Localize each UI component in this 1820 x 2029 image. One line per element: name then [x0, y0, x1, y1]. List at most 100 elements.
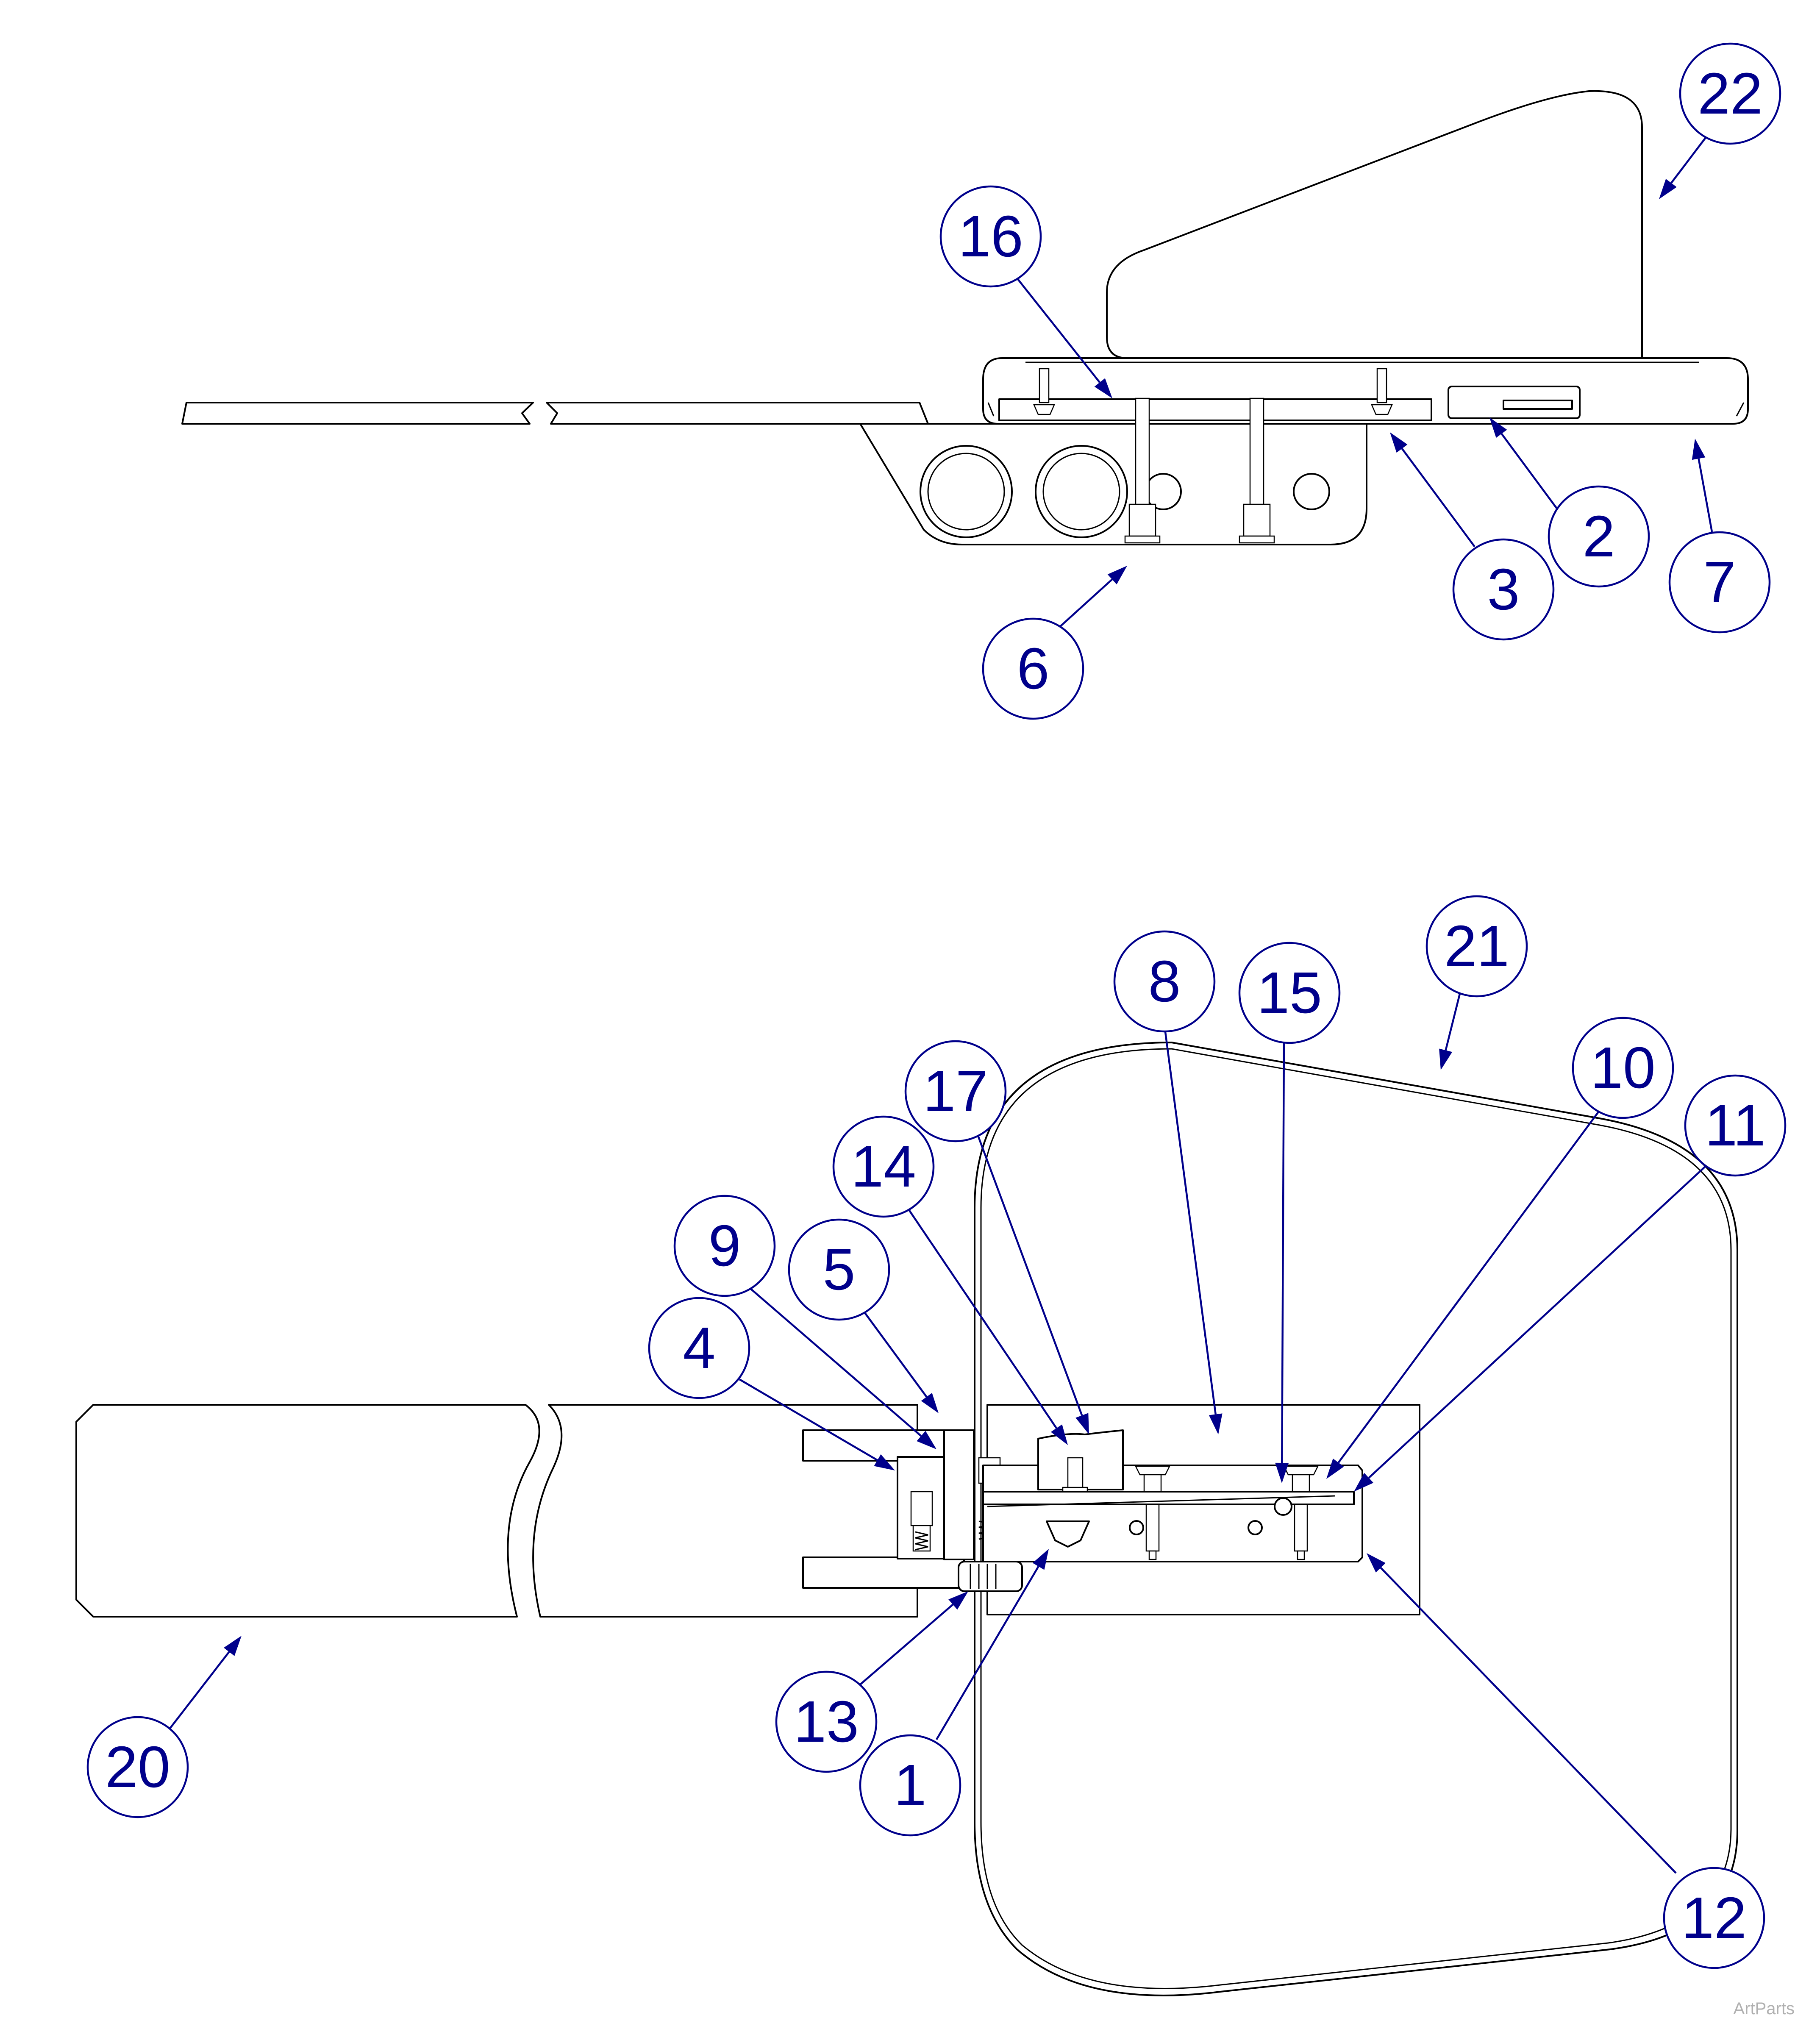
side-view: [181, 90, 1749, 545]
leader-line-16: [1014, 275, 1100, 383]
side-knob-2: [1035, 445, 1128, 538]
leader-line-2: [1500, 433, 1560, 513]
arrowhead-7: [1692, 439, 1706, 460]
callout-20-label: 20: [105, 1734, 170, 1800]
leader-line-17: [977, 1135, 1083, 1416]
top-bolt-1: [1134, 1465, 1171, 1560]
arrowhead-12: [1367, 1553, 1386, 1573]
leader-line-3: [1401, 448, 1475, 548]
arrowhead-4: [874, 1454, 895, 1470]
callout-7: 7: [1668, 531, 1771, 634]
top-hole-1: [1129, 1520, 1144, 1535]
arrowhead-10: [1326, 1458, 1344, 1479]
callout-2: 2: [1548, 485, 1650, 588]
callout-5-label: 5: [823, 1237, 856, 1302]
arrowhead-9: [917, 1431, 936, 1449]
arrowhead-15: [1275, 1462, 1289, 1483]
callout-10-label: 10: [1590, 1035, 1656, 1101]
top-rail-left: [75, 1404, 540, 1618]
callout-20: 20: [86, 1716, 189, 1818]
top-slide-rod: [982, 1491, 1355, 1505]
callout-17: 17: [904, 1040, 1007, 1142]
callout-4: 4: [648, 1297, 750, 1399]
side-rail-right: [546, 402, 929, 425]
leader-lines: [169, 137, 1713, 1874]
callout-1-label: 1: [894, 1753, 927, 1818]
arrowhead-8: [1209, 1413, 1223, 1434]
leader-line-7: [1698, 458, 1713, 532]
leader-line-12: [1380, 1567, 1677, 1874]
callout-3: 3: [1452, 538, 1555, 641]
arrowhead-20: [223, 1636, 242, 1656]
leader-line-21: [1445, 993, 1461, 1051]
top-latch-bar: [943, 1429, 975, 1560]
arrowhead-5: [921, 1393, 939, 1413]
top-hole-2: [1248, 1520, 1263, 1535]
arrowhead-2: [1489, 417, 1507, 438]
arrowhead-11: [1354, 1473, 1374, 1492]
top-view: [75, 1042, 1738, 1996]
callout-16: 16: [939, 185, 1042, 288]
top-bolt-2: [1283, 1465, 1319, 1560]
side-bolt-2: [1239, 397, 1275, 544]
arrowhead-21: [1439, 1048, 1453, 1070]
leader-line-11: [1368, 1165, 1706, 1479]
callout-10: 10: [1572, 1017, 1674, 1119]
leader-line-1: [936, 1566, 1039, 1740]
callout-8: 8: [1113, 930, 1216, 1033]
callout-11: 11: [1684, 1074, 1787, 1177]
side-plate: [998, 398, 1432, 421]
callout-7-label: 7: [1703, 550, 1736, 615]
arrowhead-3: [1390, 432, 1408, 453]
arrowhead-6: [1107, 566, 1127, 585]
side-screw-left: [1033, 368, 1055, 415]
callout-12-label: 12: [1681, 1885, 1747, 1951]
side-screw-right: [1371, 368, 1393, 415]
leader-line-8: [1164, 1031, 1217, 1415]
top-fork-lower: [802, 1556, 965, 1589]
callout-8-label: 8: [1148, 949, 1181, 1014]
arrowhead-16: [1094, 378, 1112, 398]
watermark-text: ArtParts: [1733, 1999, 1795, 2018]
callout-13: 13: [775, 1670, 878, 1773]
callout-15: 15: [1238, 942, 1341, 1044]
callout-1: 1: [859, 1734, 961, 1837]
callout-6: 6: [982, 617, 1084, 720]
callout-21-label: 21: [1444, 914, 1509, 979]
leader-line-6: [1059, 578, 1113, 628]
leader-line-9: [749, 1287, 922, 1437]
side-knob-1: [920, 445, 1013, 538]
side-seat-pad: [1106, 90, 1643, 359]
top-knob: [958, 1561, 1023, 1592]
leader-line-5: [861, 1309, 928, 1398]
arrowhead-14: [1050, 1424, 1068, 1445]
callout-16-label: 16: [958, 204, 1023, 269]
callout-14-label: 14: [851, 1134, 916, 1199]
side-hole-2: [1293, 473, 1330, 510]
arrowhead-17: [1075, 1413, 1089, 1434]
callout-21: 21: [1425, 895, 1528, 998]
callout-11-label: 11: [1705, 1093, 1765, 1158]
leader-line-14: [908, 1209, 1057, 1429]
leader-line-22: [1670, 137, 1706, 184]
callout-9-label: 9: [709, 1213, 741, 1279]
top-seat-pad-inner: [980, 1048, 1732, 1989]
arrowhead-1: [1032, 1549, 1049, 1570]
leader-line-4: [739, 1379, 878, 1461]
callout-14: 14: [832, 1115, 935, 1218]
callout-5: 5: [788, 1218, 890, 1321]
callout-13-label: 13: [794, 1689, 859, 1754]
leader-line-13: [859, 1604, 954, 1685]
leader-line-10: [1337, 1109, 1600, 1463]
arrowhead-22: [1659, 179, 1677, 199]
callout-15-label: 15: [1257, 960, 1322, 1026]
top-spring-left: [915, 1531, 928, 1551]
leader-line-15: [1281, 1042, 1285, 1463]
callout-9: 9: [673, 1195, 776, 1297]
top-hole-3: [1274, 1497, 1292, 1516]
arrowhead-13: [948, 1591, 968, 1610]
callout-6-label: 6: [1017, 636, 1050, 701]
callout-22: 22: [1679, 42, 1781, 145]
leader-line-20: [169, 1651, 230, 1730]
